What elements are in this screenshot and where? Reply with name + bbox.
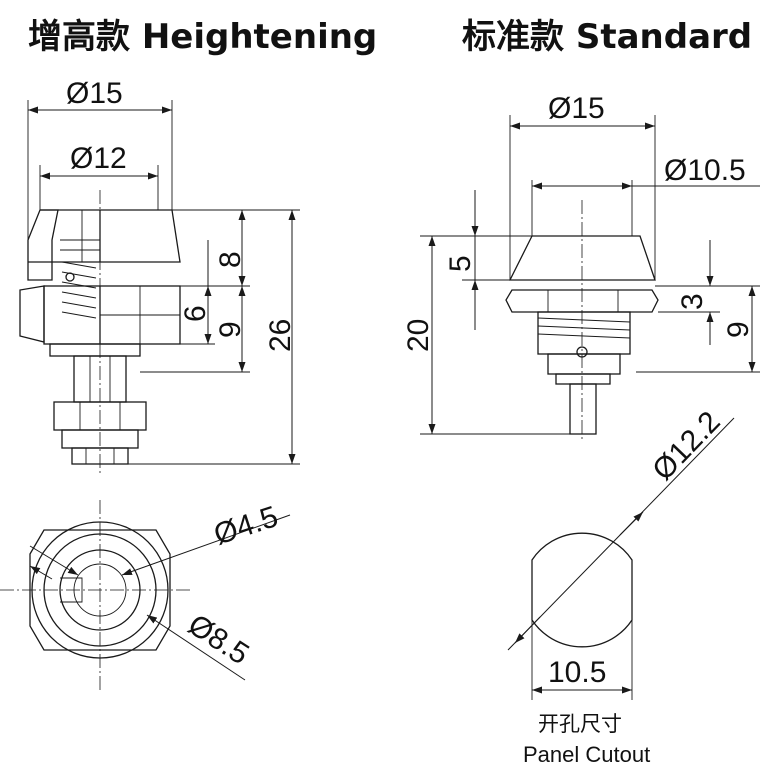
- dim-b-w10-5: 10.5: [548, 656, 606, 689]
- dim-s-20: 20: [402, 319, 435, 352]
- dim-b-d12-2: Ø12.2: [646, 405, 727, 487]
- dim-h-26: 26: [264, 319, 297, 352]
- dim-s-d10-5: Ø10.5: [664, 154, 746, 187]
- title-heightening: 增高款 Heightening: [28, 17, 377, 57]
- heightening-bottom-view: [0, 500, 291, 690]
- standard-side-view: [420, 115, 760, 440]
- dim-h-9: 9: [214, 321, 247, 338]
- cutout-label-cn: 开孔尺寸: [538, 712, 622, 736]
- dim-s-3: 3: [676, 293, 709, 310]
- dim-s-d15: Ø15: [548, 92, 605, 125]
- title-standard: 标准款 Standard: [462, 17, 752, 57]
- dim-h-d12: Ø12: [70, 142, 127, 175]
- dim-h-6: 6: [179, 305, 212, 322]
- dim-s-5: 5: [444, 255, 477, 272]
- dim-h-d15: Ø15: [66, 77, 123, 110]
- heightening-side-view: [19, 100, 300, 475]
- cutout-label-en: Panel Cutout: [523, 742, 650, 767]
- dim-b-d4-5: Ø4.5: [210, 500, 282, 551]
- dim-s-9: 9: [722, 321, 755, 338]
- dim-h-8: 8: [214, 251, 247, 268]
- panel-cutout-view: [507, 417, 735, 700]
